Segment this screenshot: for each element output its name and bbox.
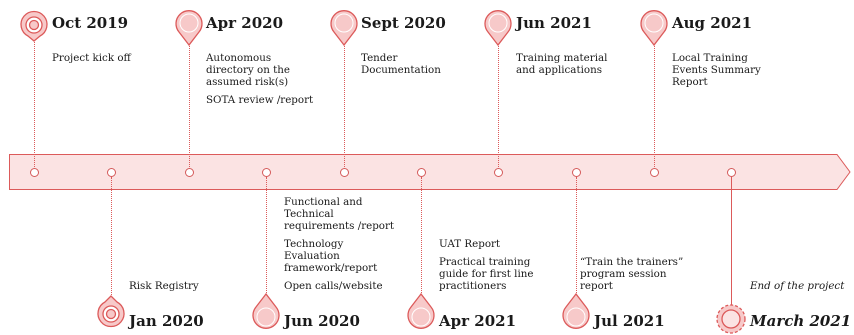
milestone-note: UAT Report Practical training guide for … [439,238,533,292]
milestone-date: Aug 2021 [672,14,753,32]
note-line: Practical training [439,256,531,268]
note-line: Autonomous [206,52,272,64]
milestone-date: Jan 2020 [129,312,204,330]
connector-line [576,177,577,293]
milestone-note: “Train the trainers” program session rep… [580,256,683,292]
connector-line [266,177,267,293]
note-line: Technology [284,238,344,250]
milestone-note: Autonomous directory on the assumed risk… [206,52,313,106]
milestone-note: Tender Documentation [361,52,441,76]
note-line: Local Training [672,52,748,64]
pin-icon [330,10,358,47]
connector-line [654,44,655,171]
pin-icon [252,292,280,329]
note-line: Functional and [284,196,363,208]
timeline-node [417,168,426,177]
note-line: Risk Registry [129,280,199,292]
note-line: program session [580,268,667,280]
milestone-date: Jun 2021 [516,14,592,32]
connector-line [344,44,345,171]
note-line: framework/report [284,262,378,274]
timeline-node [30,168,39,177]
milestone-date: Apr 2021 [439,312,516,330]
note-line: Documentation [361,64,441,76]
connector-line [111,177,112,297]
timeline-node [650,168,659,177]
note-line: UAT Report [439,238,501,250]
milestone-date: Sept 2020 [361,14,446,32]
timeline-node [185,168,194,177]
sun-badge-icon [716,304,746,334]
timeline-node [727,168,736,177]
note-line: Technical [284,208,334,220]
milestone-note: Training material and applications [516,52,607,76]
connector-line [731,177,732,306]
timeline-node [572,168,581,177]
note-line: Project kick off [52,52,131,64]
timeline-node [262,168,271,177]
milestone-date: Oct 2019 [52,14,129,32]
note-line: Evaluation [284,250,340,262]
note-line: report [580,280,613,292]
target-icon [97,295,125,328]
milestone-date: Jun 2020 [284,312,360,330]
milestone-note: Local Training Events Summary Report [672,52,761,88]
note-line: Open calls/website [284,280,383,292]
milestone-date: Jul 2021 [594,312,665,330]
milestone-date: March 2021 [750,312,852,330]
note-line: practitioners [439,280,507,292]
timeline-node [494,168,503,177]
note-line: “Train the trainers” [580,256,684,268]
note-line: Report [672,76,708,88]
note-line: Tender [361,52,398,64]
note-line: Events Summary [672,64,761,76]
note-line: directory on the [206,64,290,76]
note-line: Training material [516,52,608,64]
pin-icon [484,10,512,47]
pin-icon [407,292,435,329]
note-line: and applications [516,64,602,76]
timeline-node [107,168,116,177]
pin-icon [175,10,203,47]
milestone-note: Risk Registry [129,280,199,292]
milestone-note: End of the project [750,280,844,292]
timeline-node [340,168,349,177]
connector-line [421,177,422,293]
note-line: guide for first line [439,268,534,280]
pin-icon [562,292,590,329]
note-line: SOTA review /report [206,94,314,106]
milestone-note: Functional and Technical requirements /r… [284,196,394,292]
connector-line [498,44,499,171]
milestone-note: Project kick off [52,52,131,64]
note-line: requirements /report [284,220,395,232]
milestone-date: Apr 2020 [206,14,283,32]
note-line: assumed risk(s) [206,76,289,88]
timeline-band [9,154,851,190]
pin-icon [640,10,668,47]
note-line: End of the project [750,280,845,292]
connector-line [189,44,190,171]
target-icon [20,10,48,42]
connector-line [34,40,35,171]
